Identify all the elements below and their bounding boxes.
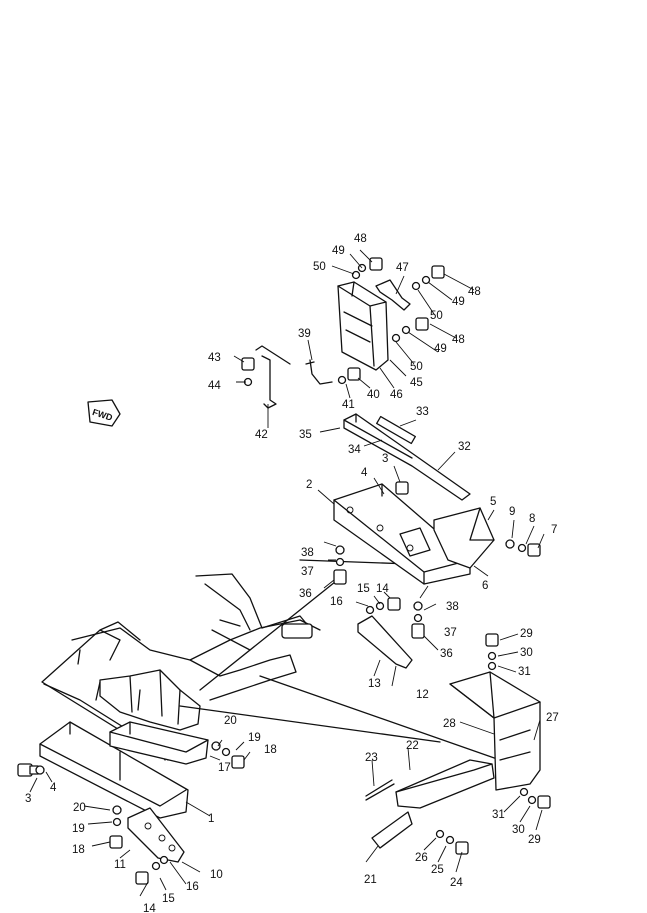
callout-23: 23 [365,752,378,764]
callout-25: 25 [431,864,444,876]
callout-37a: 37 [301,566,314,578]
callout-33: 33 [416,406,429,418]
callout-42: 42 [255,429,268,441]
callout-22: 22 [406,740,419,752]
callout-32: 32 [458,441,471,453]
callout-49b: 49 [452,296,465,308]
front-weight-block [39,721,189,819]
callout-31a: 31 [518,666,531,678]
callout-35: 35 [299,429,312,441]
bracket-42 [255,345,291,409]
callout-27: 27 [546,712,559,724]
chassis-frame [41,559,501,761]
clip-39 [305,359,333,385]
callout-5: 5 [490,496,496,508]
bracket-17 [109,721,209,765]
callout-34: 34 [348,444,361,456]
callout-39: 39 [298,328,311,340]
callout-28: 28 [443,718,456,730]
hardware [17,257,551,885]
callout-48a: 48 [354,233,367,245]
callout-48b: 48 [468,286,481,298]
cross-member-2 [333,483,471,585]
callout-14b: 14 [376,583,389,595]
callout-7: 7 [551,524,557,536]
callout-41: 41 [342,399,355,411]
callout-26: 26 [415,852,428,864]
bracket-13 [357,615,413,669]
callout-50c: 50 [410,361,423,373]
callout-46: 46 [390,389,403,401]
panel-45 [337,281,389,371]
callout-14a: 14 [143,903,156,913]
callout-15b: 15 [357,583,370,595]
callout-37b: 37 [444,627,457,639]
callout-17: 17 [218,762,231,774]
plate-11 [127,807,185,863]
callout-15a: 15 [162,893,175,905]
callout-30b: 30 [512,824,525,836]
callout-40: 40 [367,389,380,401]
callout-6: 6 [482,580,488,592]
callout-45: 45 [410,377,423,389]
callout-29b: 29 [528,834,541,846]
callout-36b: 36 [440,648,453,660]
callout-20b: 20 [224,715,237,727]
callout-8: 8 [529,513,535,525]
callout-49a: 49 [332,245,345,257]
plate-47 [375,279,411,311]
callout-3a: 3 [25,793,31,805]
callout-50a: 50 [313,261,326,273]
callout-2: 2 [306,479,312,491]
callout-16b: 16 [330,596,343,608]
callout-10: 10 [210,869,223,881]
callout-43: 43 [208,352,221,364]
callout-18a: 18 [72,844,85,856]
fender-27 [449,671,541,791]
callout-49c: 49 [434,343,447,355]
callout-19b: 19 [248,732,261,744]
callout-4a: 4 [50,782,57,794]
callout-30a: 30 [520,647,533,659]
fwd-arrow-icon: FWD [87,399,121,427]
callout-29a: 29 [520,628,533,640]
callout-47: 47 [396,262,409,274]
callout-38b: 38 [446,601,459,613]
callout-12: 12 [416,689,429,701]
callout-50b: 50 [430,310,443,322]
callout-18b: 18 [264,744,277,756]
callout-16a: 16 [186,881,199,893]
leader-lines [29,249,545,897]
rail-21 [365,779,413,849]
callout-48c: 48 [452,334,465,346]
callout-44: 44 [208,380,221,392]
callout-9: 9 [509,506,515,518]
callout-38a: 38 [301,547,314,559]
callout-1: 1 [208,813,214,825]
callout-36a: 36 [299,588,312,600]
rail-33 [343,413,471,501]
callout-21: 21 [364,874,377,886]
callout-31b: 31 [492,809,505,821]
rail-22 [395,759,495,809]
guard-5 [433,507,495,569]
callout-19a: 19 [72,823,85,835]
callout-13: 13 [368,678,381,690]
callout-24: 24 [450,877,463,889]
callout-20a: 20 [73,802,86,814]
callout-3b: 3 [382,453,388,465]
callout-labels: 1 2 3 3 4 4 5 6 7 8 9 10 11 12 13 14 14 … [25,233,559,913]
callout-4b: 4 [361,467,368,479]
callout-11: 11 [114,859,126,871]
